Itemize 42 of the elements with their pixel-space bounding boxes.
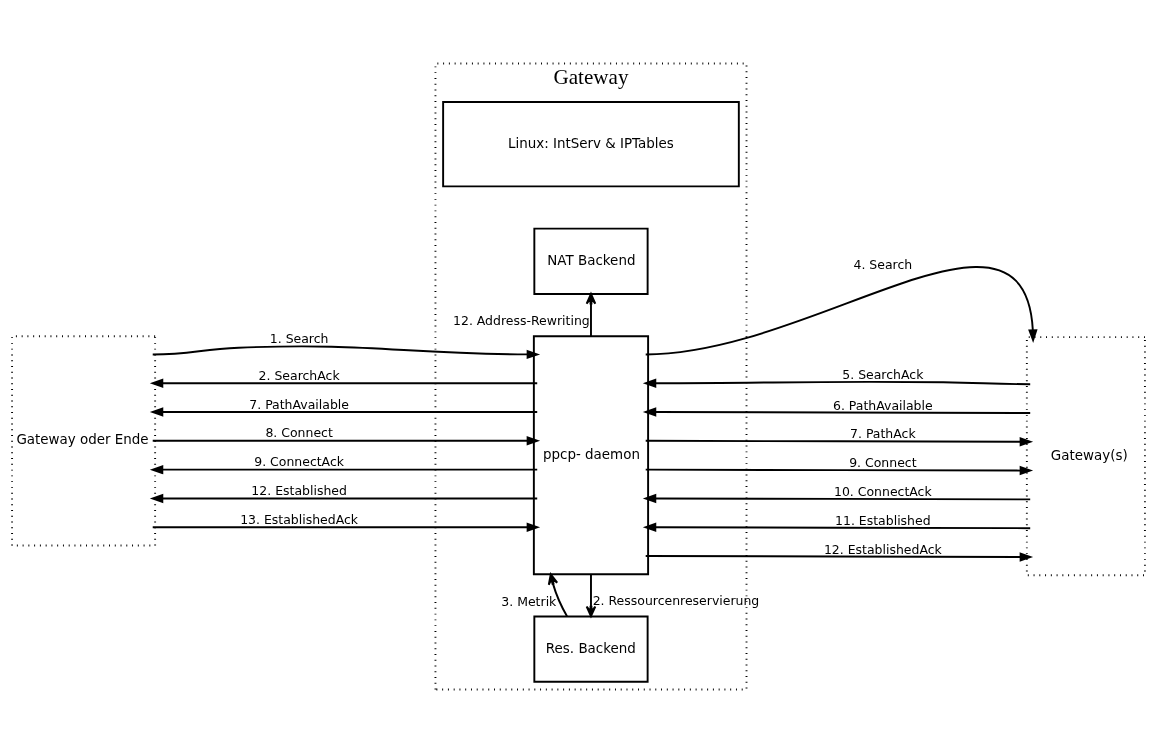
arrow [547,573,568,618]
node-box: Res. Backend [533,615,649,683]
arrow [149,407,539,417]
edge-label: 8. Connect [265,425,333,441]
edge-label: 4. Search [853,257,913,273]
edge-label: 5. SearchAck [842,366,924,382]
arrow [151,345,541,360]
edge-label: 3. Metrik [501,593,557,609]
arrow [644,437,1034,447]
edge-label: 9. Connect [849,455,917,471]
edge-label: 13. EstablishedAck [240,511,359,527]
edge-label: 12. Address-Rewriting [453,312,590,328]
arrow [642,378,1032,388]
arrow [585,573,597,618]
arrow [151,436,541,446]
edge-label: 12. Established [251,482,347,498]
node-box: NAT Backend [533,227,649,295]
edge-label: 7. PathAck [850,426,916,442]
node-box: Linux: IntServ & IPTables [442,100,740,188]
edge-label: 7. PathAvailable [249,396,349,412]
node-box: Gateway(s) [1025,336,1146,577]
arrow [642,493,1032,504]
arrow [644,465,1034,476]
node-box: ppcp- daemon [532,335,650,576]
arrow [585,292,597,337]
arrow [149,493,539,504]
edge-label: 2. Ressourcenreservierung [592,593,760,609]
edge-label: 9. ConnectAck [254,454,345,470]
arrow [642,407,1032,417]
node-box: Gateway oder Ende [11,335,157,547]
arrow [644,552,1034,562]
edge-label: 6. PathAvailable [832,397,933,413]
arrow [149,378,539,388]
edge-label: 11. Established [835,512,931,528]
edge-label: 1. Search [269,331,329,347]
edge-label: 10. ConnectAck [833,483,932,499]
arrow [642,522,1032,532]
arrow [644,266,1038,356]
edge-label: 2. SearchAck [258,367,340,383]
edge-label: 12. EstablishedAck [823,541,942,557]
arrow [149,464,539,475]
arrow [151,522,541,532]
